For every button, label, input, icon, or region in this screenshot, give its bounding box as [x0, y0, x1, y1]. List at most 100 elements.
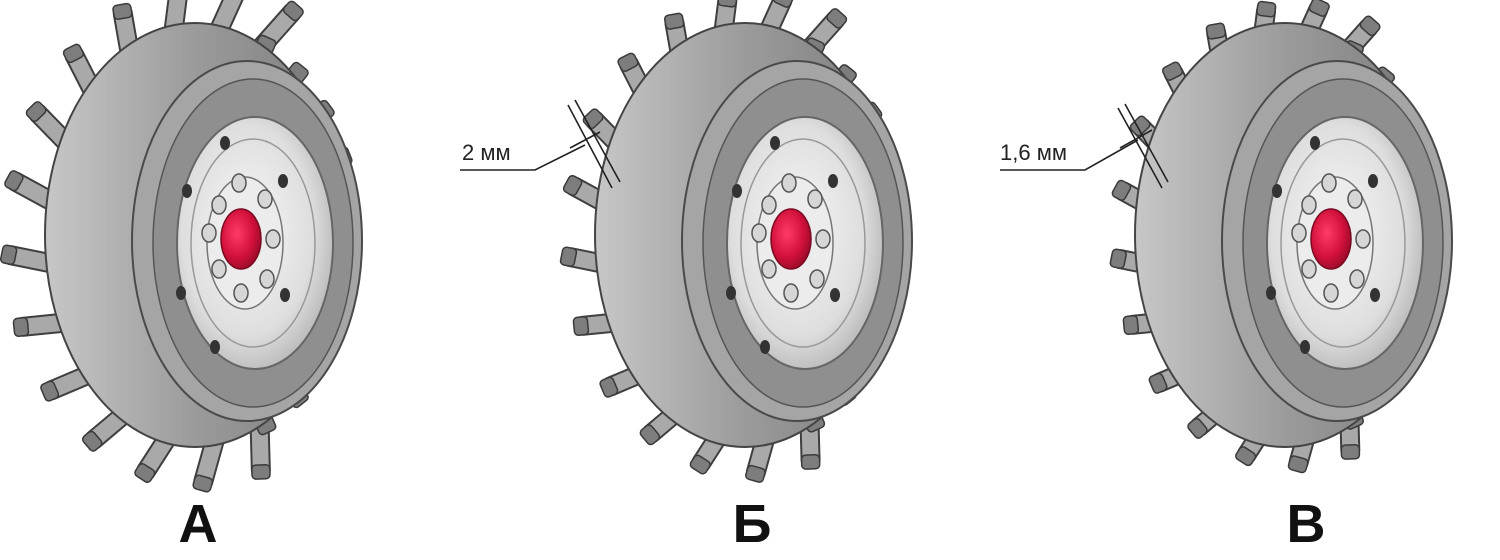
wheel-label: А — [179, 494, 218, 554]
lug-nut — [809, 269, 825, 289]
rim-hole — [278, 174, 288, 188]
lug-edge — [1187, 417, 1208, 439]
lug-edge — [81, 430, 103, 452]
lug-nut — [211, 259, 227, 279]
lug-edge — [1287, 455, 1309, 474]
hub-cap — [1310, 208, 1352, 270]
leader-line — [1000, 139, 1139, 171]
lug-edge — [562, 174, 583, 197]
lug-edge — [689, 454, 711, 475]
leader-line — [460, 144, 586, 171]
lug-nut — [1349, 269, 1365, 289]
lug-edge — [1205, 22, 1227, 40]
tread-depth-gauge-b: 2 мм — [460, 99, 621, 189]
measurement-label: 1,6 мм — [1000, 140, 1067, 165]
rim-ring — [190, 138, 316, 348]
lug-edge — [251, 464, 271, 480]
lug-edge — [826, 8, 848, 29]
lug-nut — [761, 195, 777, 215]
rim-hole — [182, 184, 192, 198]
lug-edge — [282, 0, 304, 22]
lug-nut — [815, 229, 831, 249]
rim-hole — [830, 288, 840, 302]
lug-edge — [4, 170, 24, 192]
lug-nut — [211, 195, 227, 215]
lug-edge — [572, 315, 590, 337]
lug-nut — [259, 269, 275, 289]
rim-hole — [732, 184, 742, 198]
lug-edge — [112, 2, 133, 20]
rim-hole — [210, 340, 220, 354]
rim-ring — [1280, 138, 1406, 348]
lug-nut — [807, 189, 823, 209]
lug-nut — [1301, 195, 1317, 215]
wheel-a — [0, 0, 363, 493]
rim-hole — [1266, 286, 1276, 300]
lug-edge — [1308, 0, 1330, 17]
lug-edge — [663, 12, 685, 30]
lug-edge — [1109, 248, 1127, 269]
gauge-tick — [1119, 129, 1153, 149]
tread-depth-gauge-v: 1,6 мм — [1000, 103, 1169, 189]
lug-nut — [1323, 283, 1339, 303]
lug-nut — [1347, 189, 1363, 209]
gauge-needle — [1117, 107, 1163, 189]
gauge-needle — [567, 104, 613, 189]
rim-hole — [1370, 288, 1380, 302]
lug-edge — [772, 0, 794, 8]
lug-edge — [1148, 372, 1168, 394]
lug-nut — [783, 283, 799, 303]
lug-edge — [1122, 314, 1140, 336]
lug-edge — [1256, 0, 1277, 18]
rim-hole — [770, 136, 780, 150]
lug-edge — [134, 462, 156, 483]
lug-edge — [0, 244, 18, 266]
lug-edge — [1111, 179, 1132, 201]
lug-nut — [1301, 259, 1317, 279]
lug-edge — [62, 43, 84, 64]
wheel-label: В — [1287, 494, 1326, 554]
lug-nut — [233, 283, 249, 303]
lug-nut — [1291, 223, 1307, 243]
lug-edge — [559, 246, 578, 267]
lug-edge — [1359, 15, 1381, 37]
rim-hole — [1272, 184, 1282, 198]
lug-edge — [1340, 444, 1361, 460]
lug-nut — [265, 229, 281, 249]
lug-edge — [617, 52, 639, 72]
rim-hole — [1300, 340, 1310, 354]
rim-hole — [760, 340, 770, 354]
lug-nut — [781, 173, 797, 193]
lug-edge — [1235, 446, 1257, 467]
lug-edge — [192, 474, 214, 493]
rim-ring — [740, 138, 866, 348]
lug-nut — [1355, 229, 1371, 249]
lug-edge — [1161, 61, 1184, 81]
rim-hole — [1368, 174, 1378, 188]
lug-edge — [639, 424, 661, 446]
hub-cap — [220, 208, 262, 270]
rim-hole — [176, 286, 186, 300]
gauge-needle — [1124, 103, 1169, 183]
measurement-label: 2 мм — [462, 140, 511, 165]
lug-nut — [231, 173, 247, 193]
lug-edge — [800, 454, 821, 470]
lug-nut — [257, 189, 273, 209]
wheel-label: Б — [733, 494, 772, 554]
lug-edge — [40, 380, 60, 402]
gauge-tick — [569, 131, 601, 149]
lug-edge — [745, 464, 766, 483]
lug-edge — [717, 0, 738, 8]
lug-nut — [201, 223, 217, 243]
rim-hole — [726, 286, 736, 300]
rim-hole — [220, 136, 230, 150]
hub-cap — [770, 208, 812, 270]
lug-nut — [1321, 173, 1337, 193]
lug-edge — [599, 376, 619, 398]
lug-edge — [25, 101, 47, 122]
lug-edge — [12, 316, 30, 338]
wheel-v — [1109, 0, 1453, 474]
rim-hole — [1310, 136, 1320, 150]
lug-nut — [751, 223, 767, 243]
